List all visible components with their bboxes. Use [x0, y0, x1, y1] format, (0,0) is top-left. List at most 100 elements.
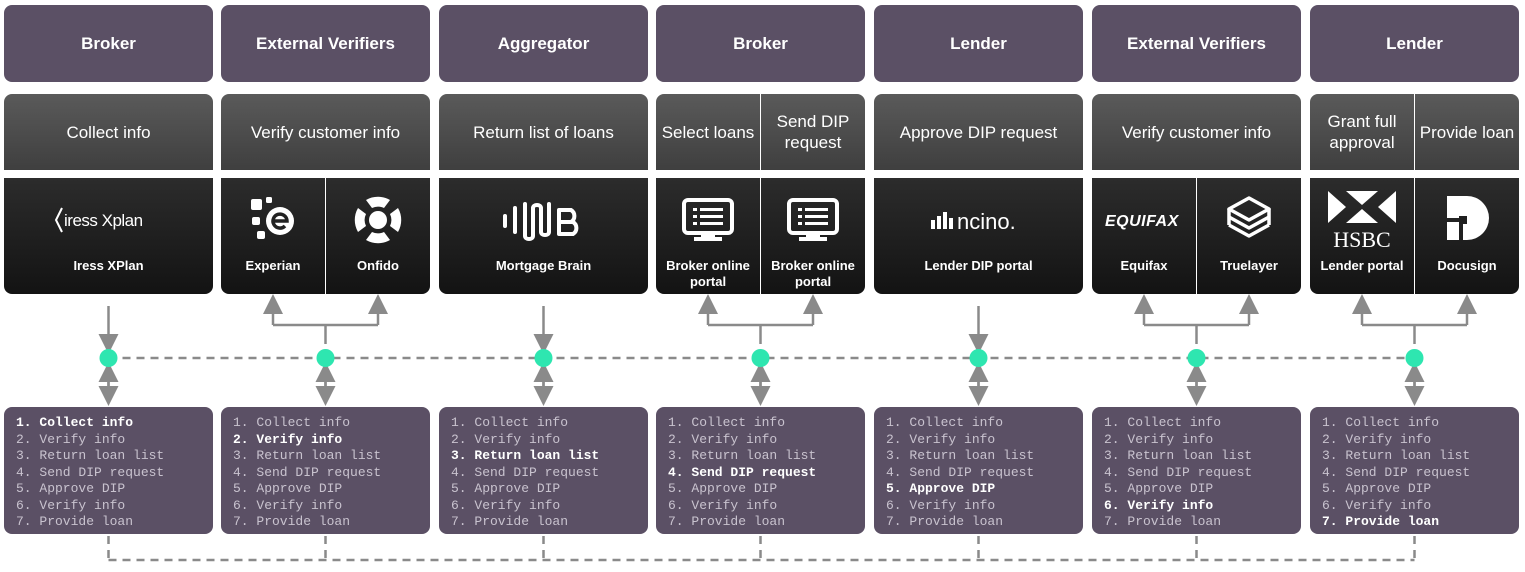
- checklist-item: 2. Verify info: [1322, 431, 1432, 447]
- role-header: Aggregator: [439, 5, 648, 82]
- tool-box: Broker online portal: [656, 178, 760, 294]
- svg-text:iress Xplan: iress Xplan: [64, 211, 143, 230]
- checklist-item: 3. Return loan list: [16, 448, 165, 463]
- step-label: Approve DIP request: [899, 122, 1058, 142]
- checklist-item: 1. Collect info: [1104, 415, 1222, 430]
- hsbc-logo: HSBC: [1310, 191, 1414, 251]
- checklist-item: 4. Send DIP request: [16, 464, 165, 480]
- docusign-logo: [1415, 192, 1519, 248]
- checklist-item-active: 1. Collect info: [16, 415, 134, 430]
- svg-text:ncino.: ncino.: [957, 209, 1016, 234]
- mortgage-brain-logo: [439, 192, 648, 248]
- checklist-item: 2. Verify info: [1104, 431, 1214, 447]
- step-box: Select loans: [656, 94, 760, 170]
- step-box: Collect info: [4, 94, 213, 170]
- role-header: Broker: [4, 5, 213, 82]
- truelayer-logo: [1197, 192, 1301, 248]
- checklist-item: 3. Return loan list: [668, 448, 817, 463]
- step-box: Approve DIP request: [874, 94, 1083, 170]
- step-label: Select loans: [661, 122, 755, 142]
- step-box: Grant full approval: [1310, 94, 1414, 170]
- checklist-item: 7. Provide loan: [668, 514, 786, 529]
- checklist-item: 6. Verify info: [233, 497, 343, 513]
- svg-text:HSBC: HSBC: [1333, 227, 1390, 251]
- checklist-item: 1. Collect info: [233, 415, 351, 430]
- checklist-item: 5. Approve DIP: [16, 481, 126, 496]
- tool-box: Onfido: [326, 178, 430, 294]
- checklist-item: 6. Verify info: [1322, 497, 1432, 513]
- step-label: Return list of loans: [473, 122, 614, 142]
- checklist-item: 7. Provide loan: [16, 514, 134, 529]
- tool-name: Broker online portal: [666, 258, 750, 289]
- tool-name: Docusign: [1437, 258, 1497, 273]
- checklist-item: 5. Approve DIP: [668, 481, 778, 496]
- checklist-item: 4. Send DIP request: [1322, 464, 1471, 480]
- flow-node: [969, 349, 988, 367]
- checklist-item: 7. Provide loan: [233, 514, 351, 529]
- tool-box: EQUIFAX Equifax: [1092, 178, 1196, 294]
- checklist-item-active: 3. Return loan list: [451, 448, 600, 463]
- checklist-item: 3. Return loan list: [1322, 448, 1471, 463]
- tool-name: Truelayer: [1220, 258, 1278, 273]
- checklist-item: 2. Verify info: [886, 431, 996, 447]
- checklist-item-active: 6. Verify info: [1104, 497, 1214, 513]
- tool-box: Broker online portal: [761, 178, 865, 294]
- checklist-item-active: 7. Provide loan: [1322, 514, 1440, 529]
- checklist-item: 7. Provide loan: [886, 514, 1004, 529]
- step-label: Verify customer info: [250, 122, 401, 142]
- tool-name: Broker online portal: [771, 258, 855, 289]
- checklist-item: 4. Send DIP request: [1104, 464, 1253, 480]
- checklist-item: 3. Return loan list: [886, 448, 1035, 463]
- step-box: Provide loan: [1415, 94, 1519, 170]
- step-box: Verify customer info: [1092, 94, 1301, 170]
- flow-node: [534, 349, 553, 367]
- checklist-item: 5. Approve DIP: [451, 481, 561, 496]
- step-label: Send DIP request: [776, 112, 850, 152]
- checklist-item: 5. Approve DIP: [1104, 481, 1214, 496]
- equifax-logo: EQUIFAX: [1092, 192, 1196, 248]
- checklist-item-active: 4. Send DIP request: [668, 464, 817, 480]
- ncino-logo: ncino.: [874, 192, 1083, 248]
- tool-name: Iress XPlan: [73, 258, 144, 273]
- flow-node: [1187, 349, 1206, 367]
- tool-box: Docusign: [1415, 178, 1519, 294]
- iress-xplan-logo: iress Xplan: [4, 192, 213, 248]
- step-label: Provide loan: [1419, 122, 1515, 142]
- checklist-item: 7. Provide loan: [1104, 514, 1222, 529]
- checklist-item: 4. Send DIP request: [886, 464, 1035, 480]
- checklist-item: 2. Verify info: [451, 431, 561, 447]
- tool-name: Mortgage Brain: [495, 258, 592, 273]
- tool-box: Experian: [221, 178, 325, 294]
- step-label: Verify customer info: [1121, 122, 1272, 142]
- step-box: Send DIP request: [761, 94, 865, 170]
- checklist-item: 1. Collect info: [1322, 415, 1440, 430]
- tool-box: Truelayer: [1197, 178, 1301, 294]
- checklist-item: 6. Verify info: [668, 497, 778, 513]
- role-header: External Verifiers: [1092, 5, 1301, 82]
- tool-name: Equifax: [1120, 258, 1168, 273]
- checklist-item: 2. Verify info: [16, 431, 126, 447]
- flow-node: [751, 349, 770, 367]
- portal-icon: [761, 192, 865, 248]
- checklist-item: 4. Send DIP request: [451, 464, 600, 480]
- portal-icon: [656, 192, 760, 248]
- svg-text:EQUIFAX: EQUIFAX: [1105, 213, 1180, 230]
- role-header: Lender: [1310, 5, 1519, 82]
- tool-name: Experian: [245, 258, 301, 273]
- checklist-item-active: 5. Approve DIP: [886, 481, 996, 496]
- flow-node: [99, 349, 118, 367]
- step-box: Return list of loans: [439, 94, 648, 170]
- onfido-logo: [326, 192, 430, 248]
- tool-name: Lender portal: [1320, 258, 1404, 273]
- checklist-item: 7. Provide loan: [451, 514, 569, 529]
- checklist-item: 6. Verify info: [886, 497, 996, 513]
